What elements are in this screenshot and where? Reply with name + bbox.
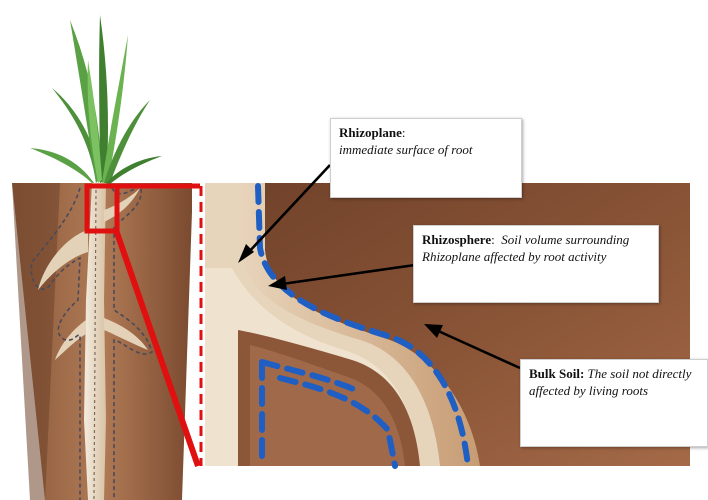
bulk-soil-separator: : — [580, 366, 584, 381]
grass-plant-icon — [30, 15, 162, 184]
rhizoplane-description: immediate surface of root — [339, 142, 472, 157]
bulk-soil-callout: Bulk Soil: The soil not directly affecte… — [520, 359, 708, 447]
separator-strip — [192, 183, 205, 466]
rhizosphere-term: Rhizosphere — [422, 232, 491, 247]
bulk-soil-term: Bulk Soil — [529, 366, 580, 381]
rhizosphere-separator: : — [491, 232, 495, 247]
rhizoplane-term: Rhizoplane — [339, 125, 402, 140]
rhizoplane-callout: Rhizoplane: immediate surface of root — [330, 118, 522, 198]
rhizoplane-separator: : — [402, 125, 406, 140]
rhizosphere-callout: Rhizosphere: Soil volume surrounding Rhi… — [413, 225, 659, 303]
